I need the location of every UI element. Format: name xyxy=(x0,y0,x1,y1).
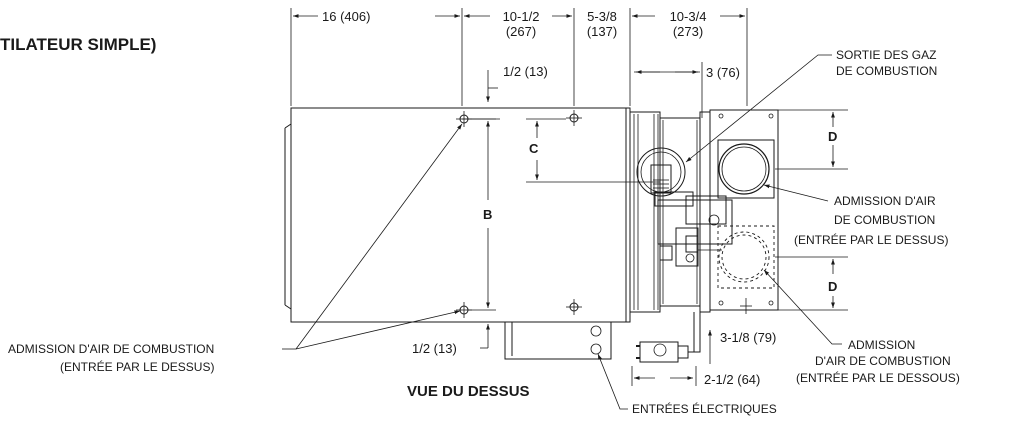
dim-three-eighth-label: 3-1/8 (79) xyxy=(720,330,776,345)
intake-plate xyxy=(709,109,779,314)
dim-d-bottom-label: D xyxy=(828,279,837,294)
callout-top-intake-line1: ADMISSION D'AIR xyxy=(834,194,936,208)
view-label: VUE DU DESSUS xyxy=(407,383,530,400)
dim-d-bottom: D xyxy=(775,256,848,311)
dim-d-top: D xyxy=(775,109,848,170)
callout-flue-line1: SORTIE DES GAZ xyxy=(836,48,936,62)
dim-b-label: B xyxy=(483,207,492,222)
callout-flue-line2: DE COMBUSTION xyxy=(836,64,937,78)
dim-two-half-label: 2-1/2 (64) xyxy=(704,372,760,387)
dim-two-half: 2-1/2 (64) xyxy=(631,366,760,387)
dim-three-label: 3 (76) xyxy=(706,65,740,80)
cabinet xyxy=(284,107,631,323)
vent-assembly xyxy=(629,111,733,313)
dim-half-bottom-label: 1/2 (13) xyxy=(412,341,457,356)
callout-bottom-intake-line2: D'AIR DE COMBUSTION xyxy=(815,354,951,368)
callout-electrical: ENTRÉES ÉLECTRIQUES xyxy=(597,353,777,416)
dim-5-3-8: 5-3/8 xyxy=(587,9,617,24)
callout-left-intake-line2: (ENTRÉE PAR LE DESSUS) xyxy=(60,359,214,374)
dim-three: 3 (76) xyxy=(634,62,740,118)
dim-half-top-label: 1/2 (13) xyxy=(503,64,548,79)
callout-top-intake-line2: DE COMBUSTION xyxy=(834,213,935,227)
dim-267: (267) xyxy=(506,24,536,39)
callout-flue: SORTIE DES GAZ DE COMBUSTION xyxy=(685,48,937,163)
electrical-box xyxy=(504,321,612,360)
dim-three-eighth: 3-1/8 (79) xyxy=(708,330,776,364)
dim-b: B xyxy=(468,118,496,311)
dim-d-top-label: D xyxy=(828,129,837,144)
callout-bottom-intake: ADMISSION D'AIR DE COMBUSTION (ENTRÉE PA… xyxy=(763,269,960,385)
dim-273: (273) xyxy=(673,24,703,39)
callout-top-intake-line3: (ENTRÉE PAR LE DESSUS) xyxy=(794,232,948,247)
callout-top-intake: ADMISSION D'AIR DE COMBUSTION (ENTRÉE PA… xyxy=(763,184,948,247)
dim-137: (137) xyxy=(587,24,617,39)
dim-10-3-4: 10-3/4 xyxy=(670,9,707,24)
dim-half-bottom: 1/2 (13) xyxy=(412,321,496,356)
top-dimension-chain: 16 (406) 10-1/2 (267) 5-3/8 (137) 10-3/4… xyxy=(290,8,748,106)
gas-valve xyxy=(636,312,701,363)
dim-c: C xyxy=(526,118,660,183)
dim-16-406: 16 (406) xyxy=(322,9,370,24)
callout-left-intake: ADMISSION D'AIR DE COMBUSTION (ENTRÉE PA… xyxy=(8,123,463,374)
dim-c-label: C xyxy=(529,141,539,156)
title: TILATEUR SIMPLE) xyxy=(0,35,156,54)
dim-10-1-2: 10-1/2 xyxy=(503,9,540,24)
callout-left-intake-line1: ADMISSION D'AIR DE COMBUSTION xyxy=(8,342,214,356)
callout-bottom-intake-line1: ADMISSION xyxy=(848,338,915,352)
dim-half-top: 1/2 (13) xyxy=(462,64,548,120)
callout-bottom-intake-line3: (ENTRÉE PAR LE DESSOUS) xyxy=(796,370,960,385)
callout-electrical-label: ENTRÉES ÉLECTRIQUES xyxy=(632,401,777,416)
